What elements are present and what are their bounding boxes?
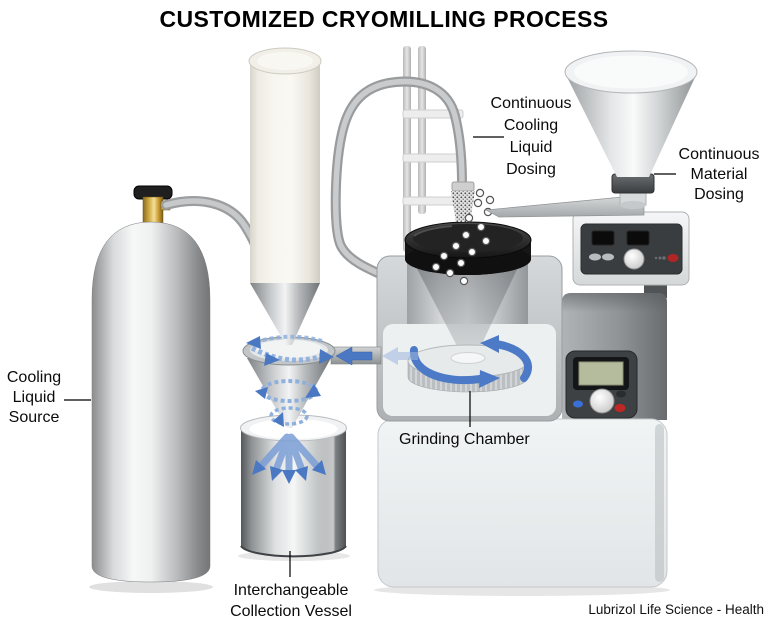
dispersion-arrows (252, 433, 326, 484)
duct-flow-arrow-faded-icon (382, 347, 418, 365)
feeder-display-2 (626, 230, 650, 246)
label-line: Continuous (490, 95, 572, 112)
control-knob (589, 388, 615, 414)
page-title: CUSTOMIZED CRYOMILLING PROCESS (159, 6, 609, 32)
duct-flow-arrow-icon (335, 346, 373, 366)
feeder-button-1 (589, 253, 601, 261)
label-line: Interchangeable (233, 582, 349, 599)
feeder-stop-button (667, 254, 679, 262)
material-dosing-funnel (564, 50, 698, 209)
transfer-duct (330, 346, 418, 366)
label-line: Continuous (678, 146, 760, 163)
label-line: Liquid (509, 139, 553, 156)
label-continuous-material-dosing: Continuous Material Dosing (669, 145, 768, 205)
cone-circulation-arrows (255, 379, 321, 427)
label-continuous-cooling-liquid-dosing: Continuous Cooling Liquid Dosing (481, 93, 581, 181)
pressure-valve (142, 196, 164, 225)
label-line: Liquid (12, 389, 56, 406)
label-line: Collection Vessel (230, 603, 352, 620)
indicator-red (614, 404, 626, 412)
feeder-speaker-icon (654, 256, 666, 260)
inner-funnel (414, 263, 520, 350)
indicator-blue (573, 400, 583, 408)
cooling-line (330, 76, 467, 284)
feeder-control-unit (572, 211, 690, 286)
liquid-dosing-column (248, 47, 322, 345)
rim-circulation-arrows (246, 334, 334, 366)
label-line: Cooling (503, 117, 559, 134)
column-cone (250, 283, 320, 345)
mill-base-panel (377, 418, 668, 588)
label-line: Dosing (694, 186, 744, 203)
brand-watermark: Lubrizol Life Science - Health (588, 602, 764, 617)
label-grinding-chamber: Grinding Chamber (399, 431, 530, 448)
label-line: Dosing (506, 161, 556, 178)
lcd-display (578, 361, 624, 386)
label-line: Material (690, 166, 748, 183)
feeder-display-1 (591, 230, 615, 246)
cyclone-funnel (242, 336, 336, 428)
label-interchangeable-collection-vessel: Interchangeable Collection Vessel (211, 580, 371, 622)
drum-lid (404, 221, 532, 275)
material-particles (431, 188, 495, 286)
indicator-dark (616, 390, 626, 398)
label-cooling-liquid-source: Cooling Liquid Source (2, 368, 66, 428)
label-line: Source (8, 409, 60, 426)
dosing-chute (484, 194, 645, 218)
feeder-button-2 (602, 253, 614, 261)
feeder-knob (623, 248, 645, 270)
mill-control-panel (565, 350, 638, 419)
leader-lines (64, 136, 676, 577)
label-line: Cooling (6, 369, 62, 386)
cooling-liquid-cylinder (91, 185, 211, 583)
